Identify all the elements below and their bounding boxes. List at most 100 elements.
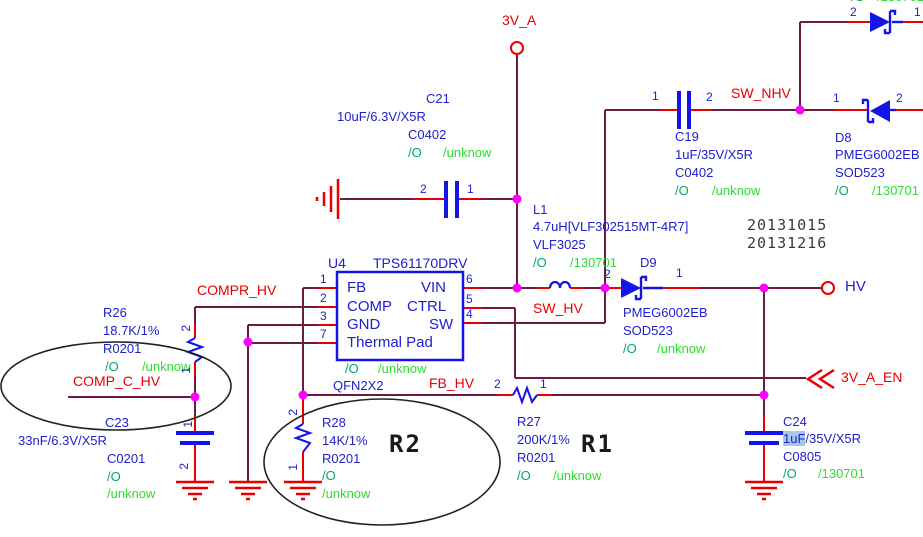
d9-footprint[interactable]: SOD523 xyxy=(623,323,673,338)
port-3v-a-en[interactable] xyxy=(805,368,835,390)
c24-value[interactable]: 1uF/35V/X5R xyxy=(783,431,862,446)
top-diode-status-flag: /130701 xyxy=(877,0,923,4)
c19-status-flag[interactable]: /unknow xyxy=(712,183,761,198)
capacitor-c21-symbol[interactable] xyxy=(444,181,459,218)
c19-refdes[interactable]: C19 xyxy=(675,129,699,144)
diode-d8-symbol[interactable] xyxy=(861,98,896,124)
r28-refdes[interactable]: R28 xyxy=(322,415,346,430)
u4-footprint[interactable]: QFN2X2 xyxy=(333,378,384,393)
d9-refdes[interactable]: D9 xyxy=(640,255,657,270)
c21-io-flag[interactable]: /O xyxy=(408,145,422,160)
c24-footprint[interactable]: C0805 xyxy=(783,449,822,464)
pin-stubs[interactable] xyxy=(194,21,923,482)
net-label-fb-hv[interactable]: FB_HV xyxy=(429,375,475,391)
r26-pin-1: 1 xyxy=(179,366,194,374)
c24-value-selected[interactable]: 1uF xyxy=(783,431,806,446)
r26-io-flag[interactable]: /O xyxy=(105,359,119,374)
net-label-sw-hv[interactable]: SW_HV xyxy=(533,300,583,316)
d8-status-flag[interactable]: /130701 xyxy=(872,183,919,198)
r26-refdes[interactable]: R26 xyxy=(103,305,127,320)
l1-status-flag[interactable]: /130701 xyxy=(570,255,617,270)
ground-r28 xyxy=(284,480,322,501)
c21-refdes[interactable]: C21 xyxy=(426,91,450,106)
component-symbols xyxy=(176,9,903,453)
u4-pin-name-thermal: Thermal Pad xyxy=(347,334,433,351)
c19-footprint[interactable]: C0402 xyxy=(675,165,714,180)
resistor-r27-symbol[interactable] xyxy=(512,385,538,405)
c23-footprint[interactable]: C0201 xyxy=(107,451,146,466)
c21-footprint[interactable]: C0402 xyxy=(408,127,447,142)
net-label-comp-c-hv[interactable]: COMP_C_HV xyxy=(73,373,161,389)
d8-footprint[interactable]: SOD523 xyxy=(835,165,885,180)
l1-io-flag[interactable]: /O xyxy=(533,255,547,270)
diode-d9-symbol[interactable] xyxy=(621,275,663,301)
c23-status-flag[interactable]: /unknow xyxy=(107,486,156,501)
r26-footprint[interactable]: R0201 xyxy=(103,341,142,356)
ground-symbols[interactable] xyxy=(176,179,783,501)
r27-status-flag[interactable]: /unknow xyxy=(553,468,602,483)
resistor-r28-symbol[interactable] xyxy=(293,423,313,453)
ground-c24 xyxy=(745,480,783,501)
d8-refdes[interactable]: D8 xyxy=(835,130,852,145)
l1-footprint[interactable]: VLF3025 xyxy=(533,237,586,252)
u4-pin-num-4: 4 xyxy=(466,307,473,321)
r28-value[interactable]: 14K/1% xyxy=(322,433,368,448)
net-wires[interactable] xyxy=(68,21,847,482)
r28-status-flag[interactable]: /unknow xyxy=(322,486,371,501)
c24-io-flag[interactable]: /O xyxy=(783,466,797,481)
c21-pin-1: 1 xyxy=(467,182,474,196)
port-3v-a[interactable] xyxy=(510,41,524,55)
u4-pin-name-fb: FB xyxy=(347,279,367,296)
u4-pin-name-comp: COMP xyxy=(347,298,392,315)
u4-io-flag[interactable]: /O xyxy=(345,361,359,376)
d9-pin-1: 1 xyxy=(676,266,683,280)
d9-io-flag[interactable]: /O xyxy=(623,341,637,356)
capacitor-c19-symbol[interactable] xyxy=(677,91,691,129)
d9-status-flag[interactable]: /unknow xyxy=(657,341,706,356)
port-label-3v-a-en[interactable]: 3V_A_EN xyxy=(841,369,903,385)
u4-part-number[interactable]: TPS61170DRV xyxy=(373,255,468,271)
c19-io-flag[interactable]: /O xyxy=(675,183,689,198)
port-label-3v-a[interactable]: 3V_A xyxy=(502,12,537,28)
r27-io-flag[interactable]: /O xyxy=(517,468,531,483)
net-label-sw-nhv[interactable]: SW_NHV xyxy=(731,85,791,101)
d9-part[interactable]: PMEG6002EB xyxy=(623,305,708,320)
ground-c23 xyxy=(176,480,214,501)
inductor-l1-symbol[interactable] xyxy=(548,280,572,289)
c21-status-flag[interactable]: /unknow xyxy=(443,145,492,160)
r27-footprint[interactable]: R0201 xyxy=(517,450,556,465)
c21-value[interactable]: 10uF/6.3V/X5R xyxy=(337,109,426,124)
l1-value[interactable]: 4.7uH[VLF302515MT-4R7] xyxy=(533,219,689,234)
u4-pin-num-2: 2 xyxy=(320,291,327,305)
d8-part[interactable]: PMEG6002EB xyxy=(835,147,920,162)
u4-pin-num-5: 5 xyxy=(466,292,473,306)
u4-status-flag[interactable]: /unknow xyxy=(378,361,427,376)
d8-io-flag[interactable]: /O xyxy=(835,183,849,198)
c19-value[interactable]: 1uF/35V/X5R xyxy=(675,147,754,162)
c24-refdes[interactable]: C24 xyxy=(783,414,807,429)
c23-value[interactable]: 33nF/6.3V/X5R xyxy=(18,433,107,448)
capacitor-c23-symbol[interactable] xyxy=(176,431,214,445)
r28-io-flag[interactable]: /O xyxy=(322,468,336,483)
r28-footprint[interactable]: R0201 xyxy=(322,451,361,466)
c21-pin-2: 2 xyxy=(420,182,427,196)
r27-refdes[interactable]: R27 xyxy=(517,414,541,429)
net-label-compr-hv[interactable]: COMPR_HV xyxy=(197,282,277,298)
capacitor-c24-symbol[interactable] xyxy=(745,431,783,445)
port-hv[interactable] xyxy=(821,281,835,295)
port-label-hv[interactable]: HV xyxy=(845,278,866,295)
diode-top-symbol[interactable] xyxy=(870,9,903,35)
u4-pin-name-gnd: GND xyxy=(347,316,381,333)
r26-value[interactable]: 18.7K/1% xyxy=(103,323,160,338)
c23-io-flag[interactable]: /O xyxy=(107,469,121,484)
u4-chip-body[interactable] xyxy=(335,270,465,362)
c24-status-flag[interactable]: /130701 xyxy=(818,466,865,481)
r27-value[interactable]: 200K/1% xyxy=(517,432,570,447)
l1-refdes[interactable]: L1 xyxy=(533,202,548,217)
r26-status-flag[interactable]: /unknow xyxy=(142,359,191,374)
c23-refdes[interactable]: C23 xyxy=(105,415,129,430)
junction-dots[interactable] xyxy=(190,105,805,402)
resistor-r26-symbol[interactable] xyxy=(185,337,205,363)
u4-refdes[interactable]: U4 xyxy=(328,255,346,271)
